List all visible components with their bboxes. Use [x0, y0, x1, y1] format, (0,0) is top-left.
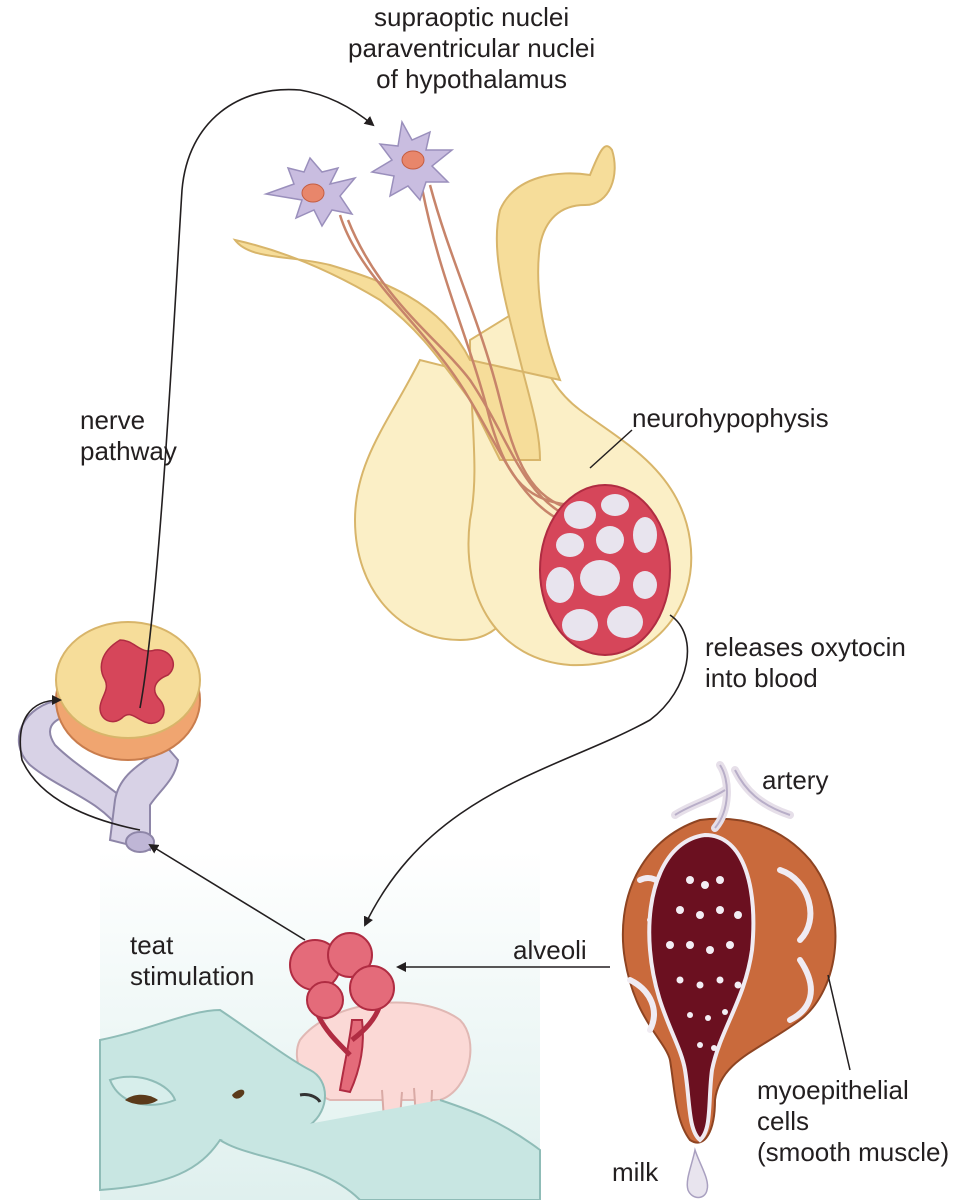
label-line: supraoptic nuclei: [374, 2, 570, 32]
calf-icon: [99, 1008, 541, 1200]
neuron-icon: [369, 119, 455, 202]
label-alveoli: alveoli: [513, 935, 587, 966]
label-line: paraventricular nuclei: [348, 33, 596, 63]
label-line: nerve: [80, 405, 146, 435]
blood-oxytocin-arrow: [363, 614, 689, 927]
label-releases-oxytocin: releases oxytocin into blood: [705, 632, 906, 694]
label-line: releases oxytocin: [705, 632, 906, 662]
label-line: of hypothalamus: [376, 64, 567, 94]
label-milk: milk: [612, 1157, 658, 1188]
nerve-pathway-arrow: [139, 88, 375, 709]
label-line: cells: [757, 1106, 810, 1136]
mammary-alveolus-icon: [621, 761, 837, 1144]
label-line: stimulation: [130, 961, 255, 991]
label-line: teat: [130, 930, 174, 960]
label-line: into blood: [705, 663, 818, 693]
label-teat-stimulation: teat stimulation: [130, 930, 254, 992]
neurohypophysis-leader: [589, 429, 633, 469]
label-hypothalamic-nuclei: supraoptic nuclei paraventricular nuclei…: [348, 2, 595, 95]
neuron-icon: [263, 156, 358, 228]
label-line: myoepithelial: [757, 1075, 909, 1105]
label-line: pathway: [80, 436, 177, 466]
label-nerve-pathway: nerve pathway: [80, 405, 177, 467]
label-neurohypophysis: neurohypophysis: [632, 403, 829, 434]
spinal-entry-arrow: [19, 695, 141, 831]
label-line: artery: [762, 765, 829, 795]
label-myoepithelial-cells: myoepithelial cells (smooth muscle): [757, 1075, 949, 1168]
myoepithelial-leader: [827, 974, 851, 1071]
stimulation-arrow: [148, 843, 306, 941]
alveoli-cluster-icon: [289, 932, 395, 1094]
spinal-cord-icon: [17, 621, 201, 853]
label-line: neurohypophysis: [632, 403, 829, 433]
label-line: (smooth muscle): [757, 1137, 950, 1167]
label-line: milk: [612, 1157, 659, 1187]
label-line: alveoli: [513, 935, 587, 965]
neuron-axons: [338, 184, 576, 522]
label-artery: artery: [762, 765, 828, 796]
hypothalamus: [232, 145, 616, 461]
capillary-bed: [539, 484, 671, 656]
milk-drop-icon: [686, 1147, 709, 1199]
